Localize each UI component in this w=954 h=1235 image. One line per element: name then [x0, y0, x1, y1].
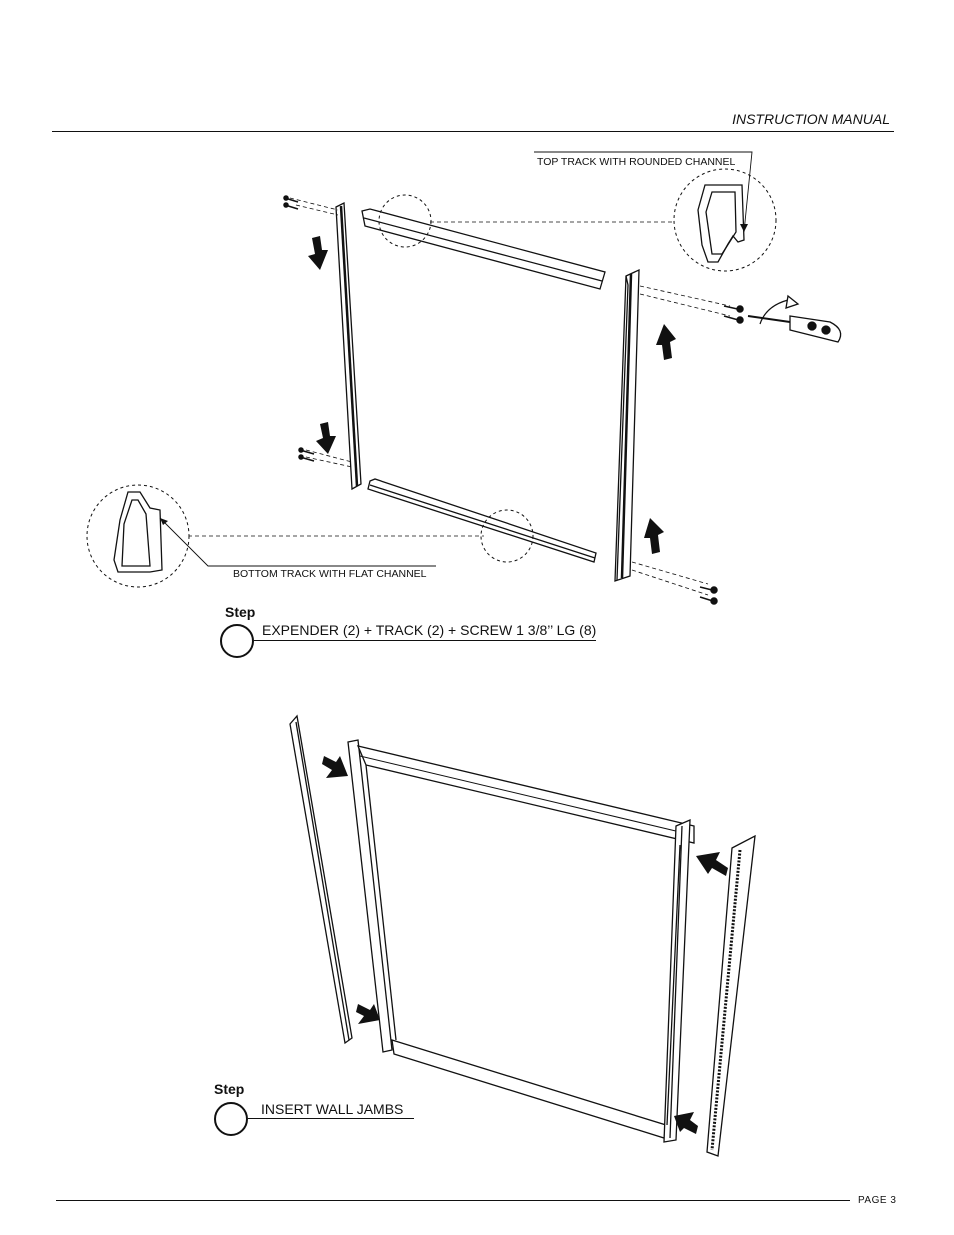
- step-1-label: Step: [225, 604, 256, 620]
- bottom-track-callout: BOTTOM TRACK WITH FLAT CHANNEL: [233, 568, 427, 580]
- step-2-label: Step: [214, 1081, 245, 1097]
- step-2-underline: [248, 1118, 414, 1119]
- header-divider: [52, 131, 894, 132]
- bottom-track-profile: [113, 491, 163, 573]
- step-1-number-circle: [220, 624, 254, 658]
- right-expender: [614, 268, 640, 582]
- step-1-instruction: EXPENDER (2) + TRACK (2) + SCREW 1 3/8’’…: [262, 622, 597, 638]
- step-1-underline: [254, 640, 596, 641]
- step-2-instruction: INSERT WALL JAMBS: [261, 1101, 404, 1117]
- assembled-frame: [347, 739, 695, 1143]
- step-2-number-circle: [214, 1102, 248, 1136]
- manual-title: INSTRUCTION MANUAL: [732, 111, 890, 127]
- top-track: [361, 208, 606, 290]
- footer-divider: [56, 1200, 850, 1201]
- page-number: PAGE 3: [858, 1195, 897, 1206]
- top-track-callout: TOP TRACK WITH ROUNDED CHANNEL: [537, 156, 736, 168]
- bottom-track: [367, 478, 597, 563]
- right-wall-jamb: [706, 834, 756, 1157]
- left-expender: [335, 201, 362, 491]
- screwdriver-icon: [747, 294, 842, 343]
- left-wall-jamb: [289, 714, 353, 1045]
- assembly-diagram-step-1: [86, 151, 842, 605]
- top-track-profile: [697, 184, 745, 263]
